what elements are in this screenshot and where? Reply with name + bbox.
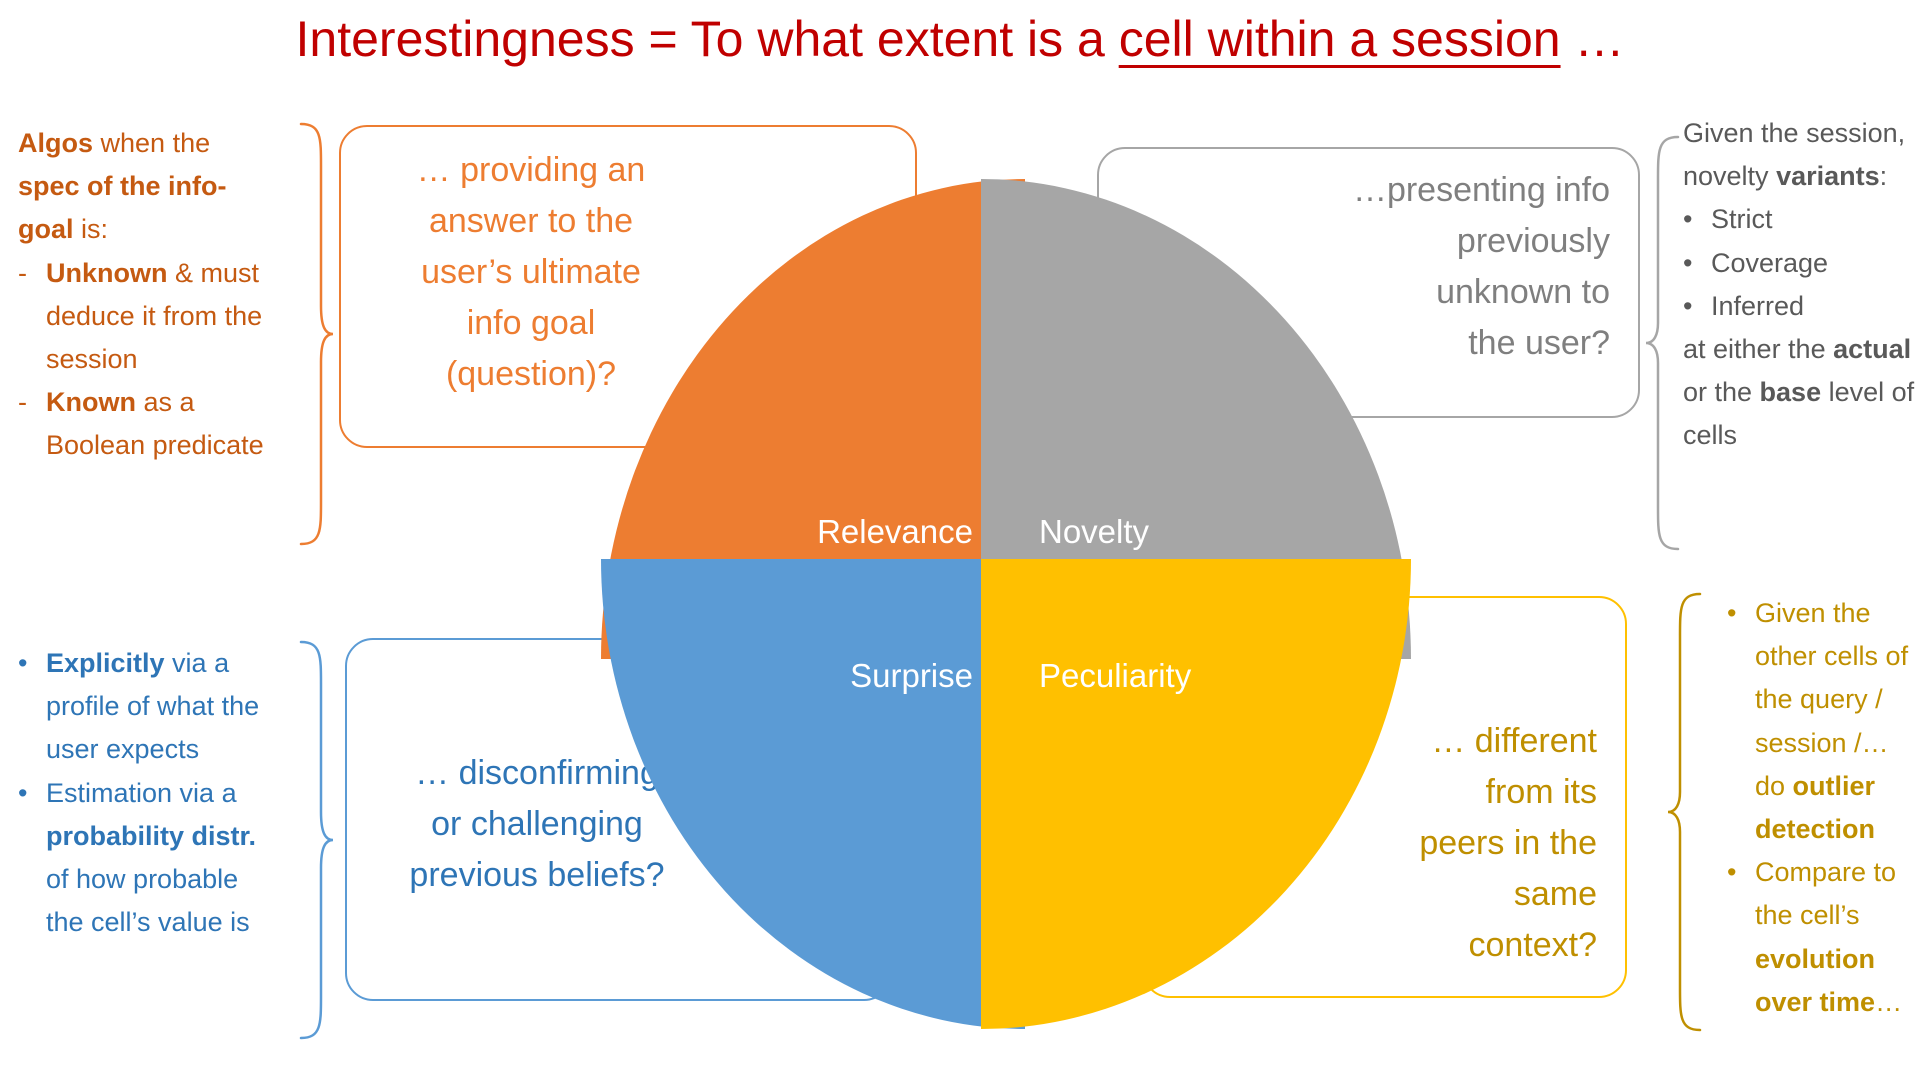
bullet: • [1683, 204, 1693, 235]
brace-right-top-icon [1645, 135, 1680, 551]
quadrant-peculiarity-label: Peculiarity [1039, 657, 1192, 694]
annotation-peculiarity-outlier: • Given the other cells of the query / s… [1727, 592, 1919, 1024]
bullet: - [18, 257, 27, 288]
annotation-relevance-algos: Algos when the spec of the info-goal is:… [18, 122, 268, 468]
brace-right-bottom-icon [1667, 592, 1702, 1032]
annotation-line: • Estimation via a probability distr. of… [18, 772, 268, 945]
annotation-novelty-variants: Given the session, novelty variants: • S… [1683, 112, 1918, 458]
annotation-text: Known as a Boolean predicate [46, 387, 264, 461]
bullet: • [1683, 290, 1693, 321]
annotation-text: Unknown & must deduce it from the sessio… [46, 257, 263, 374]
annotation-text: at either the actual or the base level o… [1683, 333, 1915, 451]
annotation-text: Strict [1711, 204, 1773, 235]
brace-left-top-icon [299, 122, 334, 546]
annotation-line: • Compare to the cell’s evolution over t… [1727, 851, 1919, 1024]
quadrant-surprise-label: Surprise [850, 657, 973, 694]
callout-surprise-text: … disconfirming or challenging previous … [409, 754, 665, 894]
annotation-line: • Inferred [1683, 285, 1918, 328]
slide-title: Interestingness = To what extent is a ce… [295, 11, 1625, 67]
annotation-line: at either the actual or the base level o… [1683, 328, 1918, 458]
bullet: • [1683, 247, 1693, 278]
bullet: - [18, 387, 27, 418]
callout-peculiarity-text: … different from its peers in the same c… [1419, 722, 1597, 964]
annotation-line: - Known as a Boolean predicate [18, 381, 268, 467]
annotation-line: • Explicitly via a profile of what the u… [18, 642, 268, 772]
annotation-line: - Unknown & must deduce it from the sess… [18, 252, 268, 382]
annotation-line: Algos when the spec of the info-goal is: [18, 122, 268, 252]
brace-curve [299, 640, 334, 1040]
brace-left-bottom-icon [299, 640, 334, 1040]
annotation-text: Compare to the cell’s evolution over tim… [1755, 857, 1903, 1017]
annotation-line: • Given the other cells of the query / s… [1727, 592, 1919, 851]
annotation-line: • Strict [1683, 198, 1918, 241]
callout-novelty-text: …presenting info previously unknown to t… [1352, 171, 1610, 362]
bullet: • [1727, 857, 1737, 888]
annotation-text: Inferred [1711, 290, 1805, 321]
annotation-text: Estimation via a probability distr. of h… [46, 777, 257, 938]
quadrant-relevance-label: Relevance [817, 513, 973, 550]
brace-curve [299, 122, 334, 546]
annotation-text: Given the session, novelty variants: [1683, 118, 1906, 192]
annotation-text: Algos when the spec of the info-goal is: [18, 128, 227, 245]
annotation-surprise-estimation: • Explicitly via a profile of what the u… [18, 642, 268, 944]
brace-curve [1645, 135, 1680, 551]
annotation-text: Given the other cells of the query / ses… [1755, 598, 1909, 844]
callout-relevance-text: … providing an answer to the user’s ulti… [416, 151, 646, 393]
annotation-text: Explicitly via a profile of what the use… [46, 648, 260, 765]
bullet: • [1727, 598, 1737, 628]
annotation-line: • Coverage [1683, 242, 1918, 285]
bullet: • [18, 777, 28, 808]
bullet: • [18, 648, 28, 678]
annotation-line: Given the session, novelty variants: [1683, 112, 1918, 198]
brace-curve [1667, 592, 1702, 1032]
quadrant-novelty-label: Novelty [1039, 513, 1150, 550]
annotation-text: Coverage [1711, 247, 1829, 278]
